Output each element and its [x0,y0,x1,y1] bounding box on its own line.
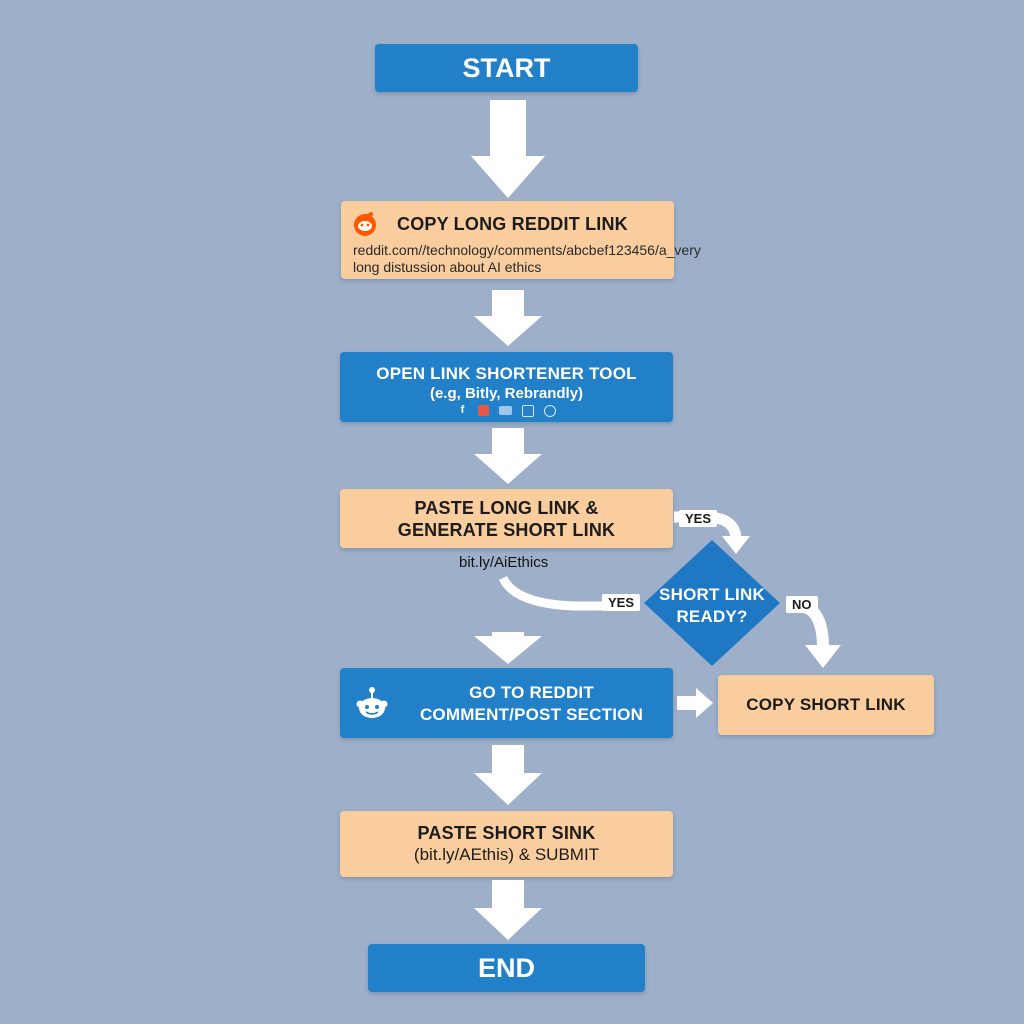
facebook-icon: f [460,404,465,416]
reddit-icon [354,212,376,236]
open-shortener-node: OPEN LINK SHORTENER TOOL (e.g, Bitly, Re… [340,352,673,422]
badge-icon [499,406,512,415]
long-url-line-2: long distussion about AI ethics [353,259,542,275]
flow-arrow-3 [474,428,542,484]
generated-short-link: bit.ly/AiEthics [459,554,549,571]
app-icon [478,405,489,416]
paste-submit-node: PASTE SHORT SINK (bit.ly/AEthis) & SUBMI… [340,811,673,877]
copy-long-link-title: COPY LONG REDDIT LINK [397,214,628,234]
edge-label-yes-left: YES [602,594,641,611]
edge-label-no: NO [786,596,818,613]
copy-short-link-label: COPY SHORT LINK [746,695,906,714]
flow-arrow-5 [474,745,542,805]
paste-generate-line-1: PASTE LONG LINK & [414,497,599,518]
decision-line-2: READY? [676,607,748,626]
start-label: START [462,52,551,83]
decision-line-1: SHORT LINK [659,585,765,604]
globe-icon [544,405,556,417]
end-node: END [368,944,645,992]
paste-submit-line-2: (bit.ly/AEthis) & SUBMIT [413,845,600,864]
shortener-icon-row: f [340,405,673,417]
paste-submit-line-1: PASTE SHORT SINK [417,823,596,843]
goto-reddit-line-1: GO TO REDDIT [469,683,594,702]
copy-long-link-node: COPY LONG REDDIT LINK reddit.com//techno… [341,201,701,279]
goto-reddit-node: GO TO REDDIT COMMENT/POST SECTION [340,668,673,738]
flow-arrow-2 [474,290,542,346]
reddit-icon [356,687,388,718]
paste-generate-line-2: GENERATE SHORT LINK [397,519,616,540]
decision-node: SHORT LINK READY? [642,538,782,668]
goto-reddit-line-2: COMMENT/POST SECTION [419,705,644,724]
flow-arrow-6 [474,880,542,940]
flow-arrow-1 [471,100,545,198]
flow-arrow-4 [474,632,542,664]
start-node: START [375,44,638,92]
puzzle-icon [522,405,534,417]
open-shortener-title: OPEN LINK SHORTENER TOOL [376,364,637,383]
shortener-examples: (e.g, Bitly, Rebrandly) [429,385,584,402]
paste-generate-node: PASTE LONG LINK & GENERATE SHORT LINK [340,489,673,548]
edge-label-yes-top: YES [679,510,718,527]
long-url-line-1: reddit.com//technology/comments/abcbef12… [353,242,701,258]
copy-short-link-node: COPY SHORT LINK [718,675,934,735]
end-label: END [477,952,535,983]
